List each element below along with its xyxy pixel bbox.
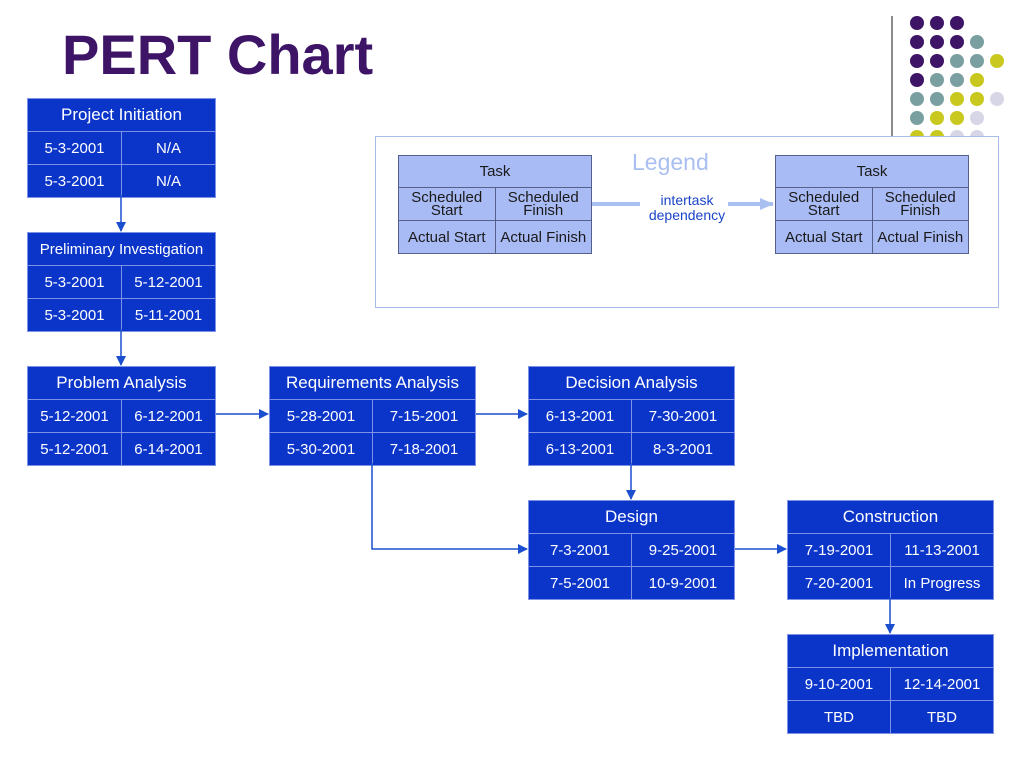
actual-finish: 6-14-2001 — [121, 432, 216, 466]
scheduled-start: 5-28-2001 — [269, 399, 373, 433]
actual-start: TBD — [787, 700, 891, 734]
decor-dot — [930, 111, 944, 125]
legend-scheduled-finish: Scheduled Finish — [871, 187, 969, 221]
actual-start: 7-5-2001 — [528, 566, 632, 600]
task-name: Design — [528, 500, 735, 534]
slide-title: PERT Chart — [62, 23, 374, 86]
legend-title: Legend — [632, 149, 709, 175]
legend-actual-start: Actual Start — [398, 220, 496, 254]
task-name: Preliminary Investigation — [27, 232, 216, 266]
decor-dot — [990, 92, 1004, 106]
task-name: Project Initiation — [27, 98, 216, 132]
scheduled-start: 5-12-2001 — [27, 399, 122, 433]
decor-dot — [930, 92, 944, 106]
task-name: Implementation — [787, 634, 994, 668]
actual-start: 5-3-2001 — [27, 164, 122, 198]
task-name: Requirements Analysis — [269, 366, 476, 400]
actual-finish: In Progress — [890, 566, 994, 600]
task-name: Decision Analysis — [528, 366, 735, 400]
decor-dot — [930, 35, 944, 49]
actual-start: 5-30-2001 — [269, 432, 373, 466]
actual-start: 7-20-2001 — [787, 566, 891, 600]
decor-dot — [950, 92, 964, 106]
legend-scheduled-finish: Scheduled Finish — [494, 187, 592, 221]
divider-line — [891, 16, 893, 138]
decor-dot — [950, 54, 964, 68]
scheduled-finish: N/A — [121, 131, 216, 165]
scheduled-finish: 5-12-2001 — [121, 265, 216, 299]
legend-task-left: Task Scheduled Start Scheduled Finish Ac… — [398, 155, 592, 254]
decor-dot — [950, 16, 964, 30]
actual-finish: 5-11-2001 — [121, 298, 216, 332]
task-name: Construction — [787, 500, 994, 534]
decor-dot — [930, 54, 944, 68]
decor-dot — [970, 111, 984, 125]
decor-dot — [930, 73, 944, 87]
actual-finish: N/A — [121, 164, 216, 198]
decor-dot — [910, 73, 924, 87]
scheduled-start: 5-3-2001 — [27, 131, 122, 165]
actual-finish: 8-3-2001 — [631, 432, 735, 466]
decor-dot — [910, 111, 924, 125]
decor-dot — [970, 73, 984, 87]
decor-dot — [930, 16, 944, 30]
actual-finish: 10-9-2001 — [631, 566, 735, 600]
legend-actual-finish: Actual Finish — [871, 220, 969, 254]
decor-dot — [970, 92, 984, 106]
legend-actual-start: Actual Start — [775, 220, 873, 254]
decor-dot — [910, 16, 924, 30]
actual-start: 5-3-2001 — [27, 298, 122, 332]
legend-scheduled-start: Scheduled Start — [775, 187, 873, 221]
decor-dot — [950, 35, 964, 49]
dependency-arrow — [371, 463, 528, 554]
decor-dot — [910, 35, 924, 49]
decor-dot — [950, 111, 964, 125]
legend-scheduled-start: Scheduled Start — [398, 187, 496, 221]
legend-actual-finish: Actual Finish — [494, 220, 592, 254]
legend-task-right: Task Scheduled Start Scheduled Finish Ac… — [775, 155, 969, 254]
decor-dot — [910, 54, 924, 68]
legend-dependency-label: intertask dependency — [648, 192, 726, 223]
actual-start: 5-12-2001 — [27, 432, 122, 466]
actual-finish: 7-18-2001 — [372, 432, 476, 466]
decor-dot — [910, 92, 924, 106]
actual-start: 6-13-2001 — [528, 432, 632, 466]
decor-dot — [970, 35, 984, 49]
actual-finish: TBD — [890, 700, 994, 734]
decor-dot — [970, 54, 984, 68]
scheduled-start: 7-3-2001 — [528, 533, 632, 567]
decor-dot — [990, 54, 1004, 68]
decor-dot — [950, 73, 964, 87]
scheduled-finish: 7-30-2001 — [631, 399, 735, 433]
scheduled-finish: 11-13-2001 — [890, 533, 994, 567]
legend-task-label: Task — [398, 155, 592, 188]
